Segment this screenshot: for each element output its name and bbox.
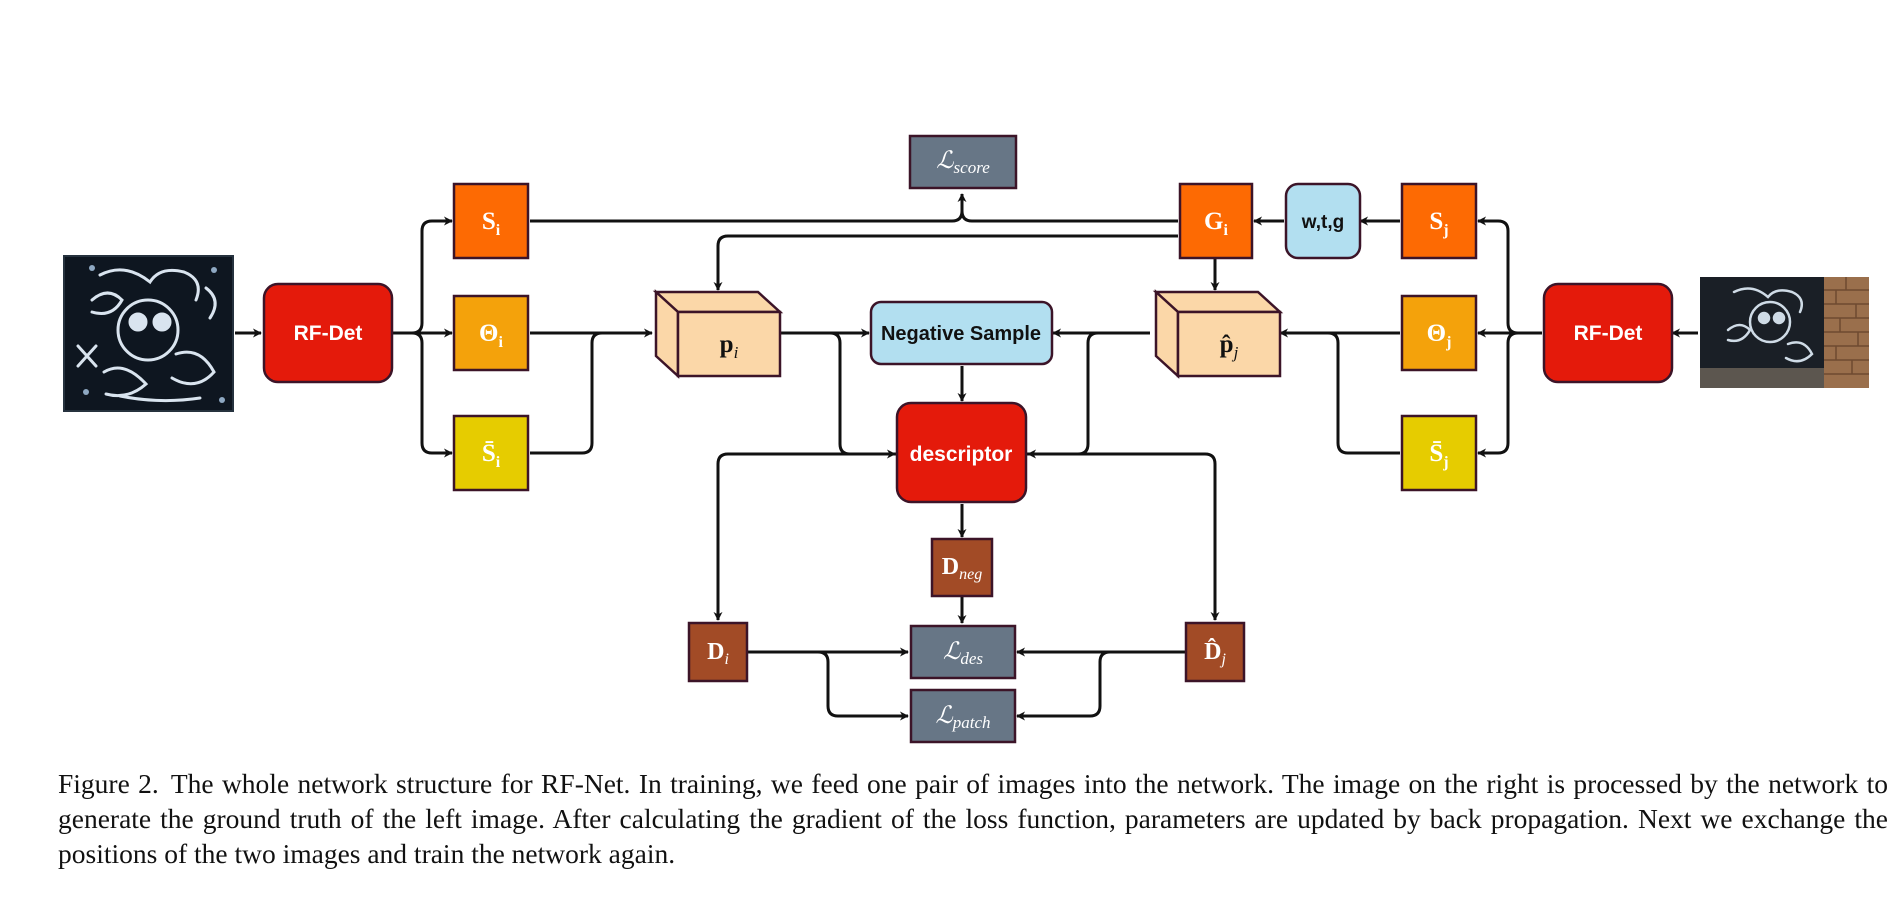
svg-text:ℒscore: ℒscore <box>936 148 990 177</box>
l-score-node: ℒscore <box>908 134 1018 190</box>
svg-text:pi: pi <box>720 331 739 362</box>
wtg-node: w,t,g <box>1284 182 1362 260</box>
p-i-symbol: p <box>720 331 734 358</box>
edge-rfdet-right-to-s-j <box>1477 216 1542 335</box>
g-i-subscript: i <box>1224 222 1229 239</box>
edge-sbar-i-to-p-i <box>530 331 652 455</box>
p-i-subscript: i <box>734 343 739 362</box>
caption-label: Figure 2. <box>58 768 159 799</box>
connectors <box>235 193 1698 721</box>
sbar-j-node: S̄j <box>1400 414 1478 492</box>
d-i-symbol: D <box>707 639 724 665</box>
descriptor-node: descriptor <box>895 401 1028 504</box>
d-neg-subscript: neg <box>959 566 982 583</box>
edge-rfdet-to-sbar-i <box>392 331 453 458</box>
svg-text:ℒdes: ℒdes <box>943 639 983 668</box>
theta-i-node: Θi <box>452 294 530 372</box>
svg-text:Dneg: Dneg <box>942 554 982 583</box>
p-i-node: pi <box>652 289 784 379</box>
l-des-symbol: ℒ <box>943 639 961 665</box>
s-j-subscript: j <box>1442 222 1448 239</box>
edge-descriptor-to-dhat-j <box>1027 452 1220 621</box>
dhat-j-node: D̂j <box>1184 621 1246 683</box>
svg-text:D̂j: D̂j <box>1204 638 1226 668</box>
theta-i-subscript: i <box>499 334 504 351</box>
d-i-subscript: i <box>724 651 728 668</box>
edge-descriptor-to-d-i <box>713 452 897 621</box>
edge-dhat-j-to-l-patch <box>1016 650 1185 721</box>
input-image-left <box>63 255 234 412</box>
s-j-node: Sj <box>1400 182 1478 260</box>
l-des-subscript: des <box>960 649 983 668</box>
svg-text:Si: Si <box>482 208 501 239</box>
theta-j-subscript: j <box>1445 334 1451 351</box>
figure-caption: Figure 2.The whole network structure for… <box>58 766 1888 871</box>
theta-j-symbol: Θ <box>1427 320 1446 347</box>
sbar-i-subscript: i <box>496 454 501 471</box>
g-i-node: Gi <box>1178 182 1254 260</box>
d-neg-node: Dneg <box>930 537 994 598</box>
edge-rfdet-to-s-i <box>392 216 453 335</box>
l-patch-symbol: ℒ <box>935 703 953 729</box>
rf-det-right-label: RF-Det <box>1574 322 1643 345</box>
s-i-symbol: S <box>482 208 496 235</box>
svg-text:Di: Di <box>707 639 729 668</box>
sbar-i-node: S̄i <box>452 414 530 492</box>
rf-det-right-node: RF-Det <box>1542 282 1674 384</box>
edge-g-i-to-p-i <box>713 234 1178 291</box>
input-image-right <box>1700 277 1869 388</box>
sbar-j-symbol: S̄ <box>1429 440 1443 467</box>
phat-j-subscript: j <box>1232 343 1239 362</box>
edge-s-i-to-l-score <box>530 193 967 223</box>
rf-det-left-label: RF-Det <box>294 322 363 345</box>
svg-text:p̂j: p̂j <box>1220 331 1239 362</box>
edge-sbar-j-to-phat-j <box>1327 331 1400 455</box>
sbar-i-symbol: S̄ <box>482 440 496 467</box>
svg-text:S̄i: S̄i <box>482 440 501 471</box>
negative-sample-label: Negative Sample <box>881 323 1041 345</box>
s-j-symbol: S <box>1429 208 1443 235</box>
edge-g-i-to-l-score <box>960 210 1178 223</box>
l-score-symbol: ℒ <box>936 148 954 174</box>
negative-sample-node: Negative Sample <box>869 300 1054 366</box>
svg-text:Sj: Sj <box>1429 208 1448 239</box>
svg-text:Θi: Θi <box>479 320 503 351</box>
wtg-label: w,t,g <box>1301 212 1345 233</box>
dhat-j-symbol: D̂ <box>1204 638 1221 665</box>
rf-det-left-node: RF-Det <box>262 282 394 384</box>
sbar-j-subscript: j <box>1442 454 1448 471</box>
theta-j-node: Θj <box>1400 294 1478 372</box>
g-i-symbol: G <box>1204 208 1223 235</box>
l-score-subscript: score <box>954 158 991 177</box>
phat-j-symbol: p̂ <box>1220 331 1234 358</box>
l-patch-subscript: patch <box>952 713 991 732</box>
dhat-j-subscript: j <box>1219 651 1226 668</box>
svg-text:S̄j: S̄j <box>1429 440 1448 471</box>
l-patch-node: ℒpatch <box>909 688 1017 744</box>
s-i-node: Si <box>452 182 530 260</box>
d-neg-symbol: D <box>942 554 959 580</box>
edge-rfdet-right-to-sbar-j <box>1477 331 1542 458</box>
s-i-subscript: i <box>496 222 501 239</box>
l-des-node: ℒdes <box>909 624 1017 680</box>
phat-j-node: p̂j <box>1152 289 1284 379</box>
descriptor-label: descriptor <box>910 443 1013 466</box>
theta-i-symbol: Θ <box>479 320 498 347</box>
svg-text:Θj: Θj <box>1427 320 1452 351</box>
svg-text:Gi: Gi <box>1204 208 1228 239</box>
d-i-node: Di <box>687 621 749 683</box>
network-diagram: RF-Det RF-Det Si Θi S̄i Sj Θj <box>63 134 1869 744</box>
edge-d-i-to-l-patch <box>748 650 909 721</box>
caption-text: The whole network structure for RF-Net. … <box>58 768 1888 869</box>
svg-text:ℒpatch: ℒpatch <box>935 703 990 732</box>
